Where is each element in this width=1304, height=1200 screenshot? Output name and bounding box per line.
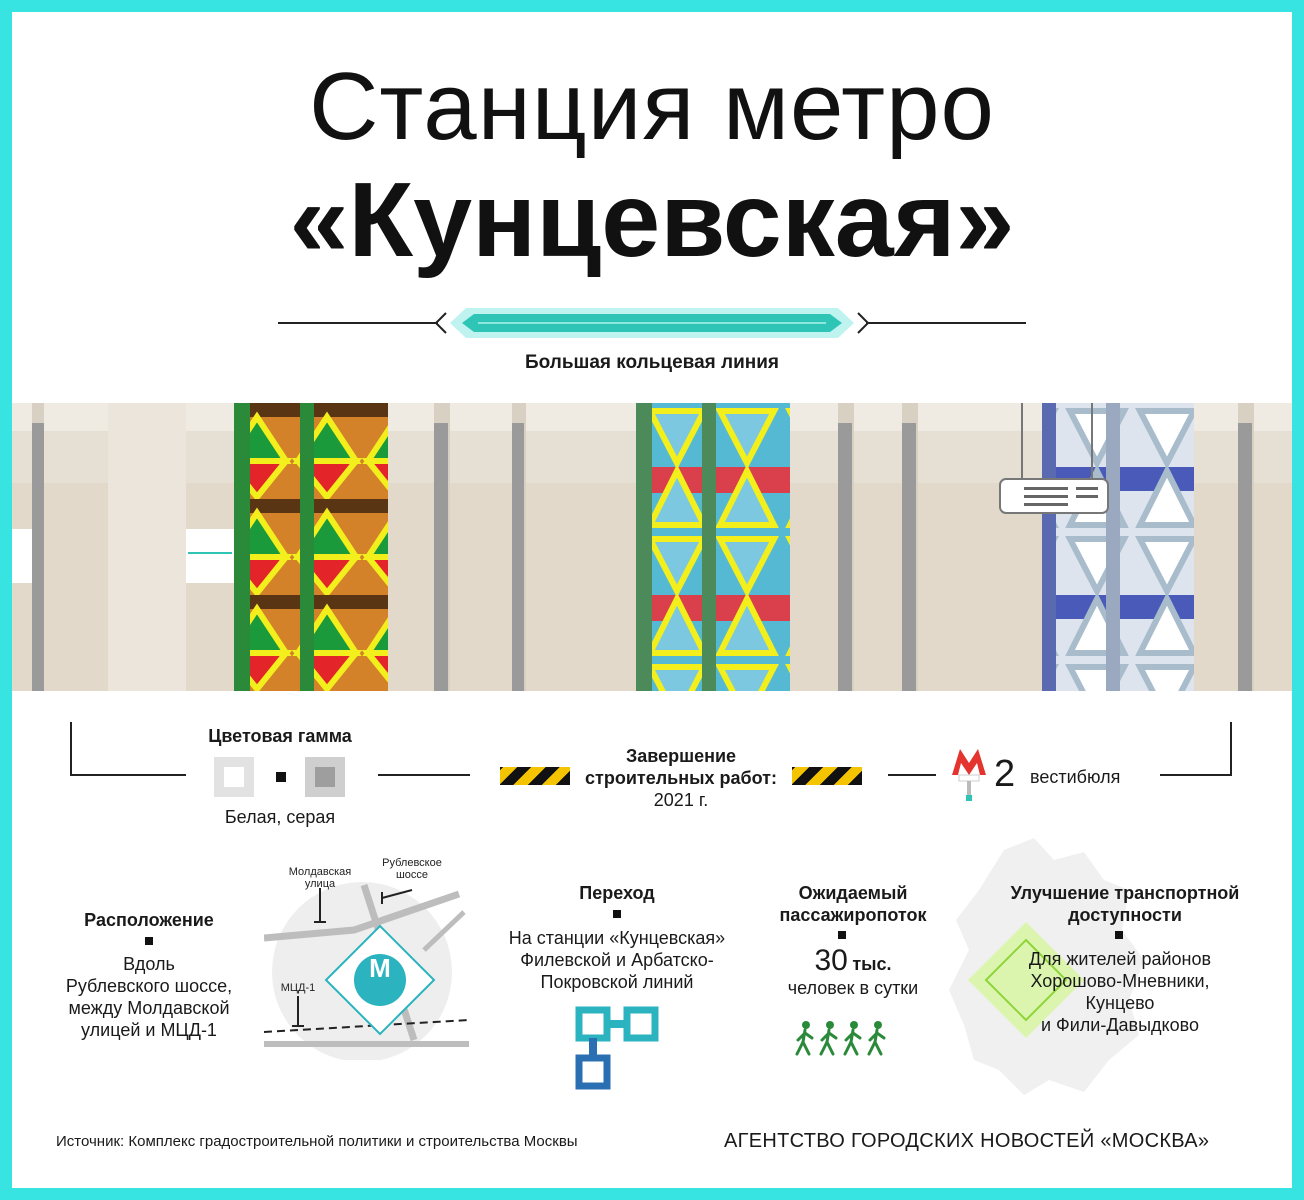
accessibility-heading-1: Улучшение транспортной bbox=[1010, 883, 1240, 903]
title-line-2: «Кунцевская» bbox=[289, 161, 1015, 279]
transfer-dot bbox=[613, 910, 621, 918]
location-line-3: между Молдавской bbox=[68, 998, 230, 1018]
divider-2 bbox=[888, 774, 936, 776]
location-line-2: Рублевского шоссе, bbox=[65, 976, 233, 996]
vestibules-label: вестибюля bbox=[1030, 767, 1121, 787]
accessibility-dot bbox=[1115, 931, 1123, 939]
ridership-heading-2: пассажиропоток bbox=[779, 905, 927, 925]
hazard-stripe-right-icon bbox=[792, 767, 862, 785]
location-line-4: улицей и МЦД-1 bbox=[81, 1020, 217, 1040]
location-description: Вдоль Рублевского шоссе, между Молдавско… bbox=[30, 953, 268, 1041]
line-badge-icon bbox=[278, 308, 1026, 338]
ridership-unit: тыс. bbox=[852, 954, 892, 974]
map-label-mcd: МЦД-1 bbox=[280, 982, 316, 994]
location-map bbox=[264, 882, 470, 1060]
accessibility-line-4: и Фили-Давыдково bbox=[1040, 1015, 1199, 1035]
separator-dot bbox=[276, 772, 286, 782]
color-scheme-value: Белая, серая bbox=[224, 807, 336, 827]
transfer-description: На станции «Кунцевская» Филевской и Арба… bbox=[490, 927, 744, 993]
station-interior-illustration bbox=[12, 403, 1292, 691]
hazard-stripe-left-icon bbox=[500, 767, 570, 785]
grey-swatch-icon bbox=[305, 757, 345, 797]
map-label-moldavskaya: Молдавская улица bbox=[280, 866, 360, 890]
line-name: Большая кольцевая линия bbox=[524, 352, 780, 373]
map-label-rublevskoe-1: Рублевское bbox=[382, 857, 442, 869]
location-dot bbox=[145, 937, 153, 945]
completion-label-1: Завершение bbox=[625, 746, 737, 766]
accessibility-line-2: Хорошово-Мневники, bbox=[1030, 971, 1210, 991]
people-walking-icon bbox=[795, 1021, 886, 1056]
agency-name: АГЕНТСТВО ГОРОДСКИХ НОВОСТЕЙ «МОСКВА» bbox=[724, 1130, 1210, 1152]
transfer-scheme-icon bbox=[575, 1006, 659, 1090]
location-heading: Расположение bbox=[84, 910, 214, 930]
source-note: Источник: Комплекс градостроительной пол… bbox=[56, 1133, 578, 1150]
map-label-moldavskaya-2: улица bbox=[304, 878, 336, 890]
ridership-caption: человек в сутки bbox=[787, 978, 919, 998]
color-scheme-label: Цветовая гамма bbox=[208, 726, 352, 746]
bracket-right-h bbox=[1160, 774, 1232, 776]
title-line-1: Станция метро bbox=[309, 53, 995, 160]
accessibility-line-3: Кунцево bbox=[1085, 993, 1155, 1013]
moscow-map-silhouette bbox=[949, 838, 1144, 1095]
transfer-line-3: Покровской линий bbox=[540, 972, 694, 992]
completion-value: 2021 г. bbox=[653, 790, 709, 810]
transfer-line-1: На станции «Кунцевская» bbox=[508, 928, 726, 948]
bracket-left bbox=[70, 722, 72, 776]
map-label-rublevskoe: Рублевское шоссе bbox=[372, 857, 452, 881]
divider-1 bbox=[378, 774, 470, 776]
ridership-value: 30 тыс. bbox=[748, 944, 958, 978]
metro-logo-icon bbox=[952, 749, 986, 801]
ridership-heading-1: Ожидаемый bbox=[798, 883, 908, 903]
accessibility-line-1: Для жителей районов bbox=[1028, 949, 1212, 969]
ridership-number: 30 bbox=[814, 944, 848, 977]
transfer-heading: Переход bbox=[579, 883, 655, 903]
map-label-moldavskaya-1: Молдавская bbox=[288, 866, 352, 878]
vestibules-number: 2 bbox=[994, 753, 1016, 795]
accessibility-description: Для жителей районов Хорошово-Мневники, К… bbox=[990, 948, 1250, 1036]
location-line-1: Вдоль bbox=[123, 954, 175, 974]
accessibility-heading-2: доступности bbox=[1068, 905, 1182, 925]
metro-marker-icon: M bbox=[369, 953, 391, 983]
completion-label-2: строительных работ: bbox=[585, 768, 777, 788]
bracket-right bbox=[1230, 722, 1232, 776]
ridership-dot bbox=[838, 931, 846, 939]
map-label-rublevskoe-2: шоссе bbox=[395, 869, 429, 881]
white-swatch-icon bbox=[214, 757, 254, 797]
transfer-line-2: Филевской и Арбатско- bbox=[520, 950, 714, 970]
bracket-left-h bbox=[70, 774, 186, 776]
